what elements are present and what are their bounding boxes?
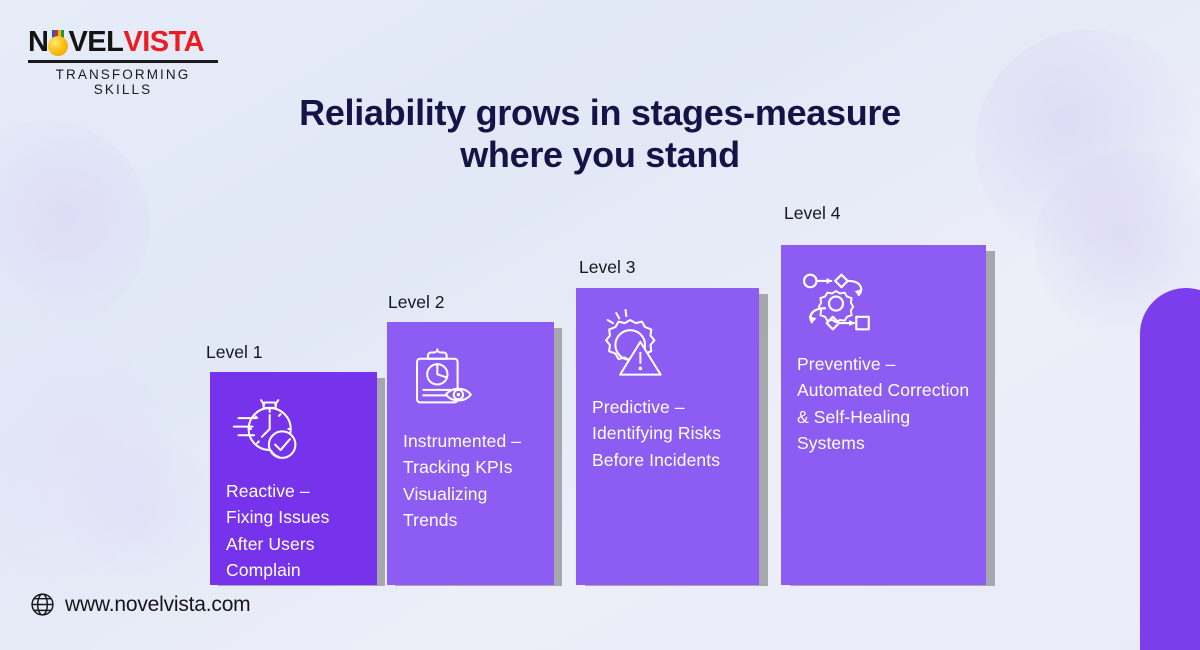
bar-label-level-4: Level 4 [784,203,841,223]
website-url[interactable]: www.novelvista.com [65,592,251,616]
bar-description-level-4: Preventive – Automated Correction & Self… [797,354,970,453]
bar-description-level-2: Instrumented – Tracking KPIs Visualizing… [403,431,522,530]
brand-logo-n: N [28,26,49,58]
bar-level-4[interactable]: Preventive – Automated Correction & Self… [781,245,986,585]
bar-level-2[interactable]: Instrumented – Tracking KPIs Visualizing… [387,322,554,585]
clipboard-chart-eye-icon [403,340,481,418]
bar-label-level-1: Level 1 [206,342,263,362]
lightbulb-globe [48,35,69,56]
footer: www.novelvista.com [30,592,251,617]
brand-logo-wordmark: N VEL VISTA [28,28,218,57]
lightbulb-cap [52,29,65,38]
bar-level-3[interactable]: Predictive – Identifying Risks Before In… [576,288,759,585]
brand-logo-divider [28,60,218,63]
bar-description-level-1: Reactive – Fixing Issues After Users Com… [226,481,330,580]
bar-label-level-3: Level 3 [579,257,636,277]
globe-icon [30,592,55,617]
bar-description-level-3: Predictive – Identifying Risks Before In… [592,397,722,470]
accent-shape-right [1140,288,1200,650]
brand-logo-vel: VEL [68,26,124,58]
gear-warning-icon [592,306,670,384]
stopwatch-check-icon [226,390,304,468]
bar-label-level-2: Level 2 [388,292,445,312]
page-title: Reliability grows in stages-measure wher… [230,92,970,177]
brand-logo: N VEL VISTA TRANSFORMING SKILLS [28,28,218,97]
page-title-line-1: Reliability grows in stages-measure [299,92,901,133]
brand-logo-vista: VISTA [123,26,205,58]
brand-tagline: TRANSFORMING SKILLS [55,67,191,97]
workflow-automation-icon [797,263,875,341]
lightbulb-icon [47,29,69,56]
page-title-line-2: where you stand [460,134,740,176]
bar-level-1[interactable]: Reactive – Fixing Issues After Users Com… [210,372,377,585]
